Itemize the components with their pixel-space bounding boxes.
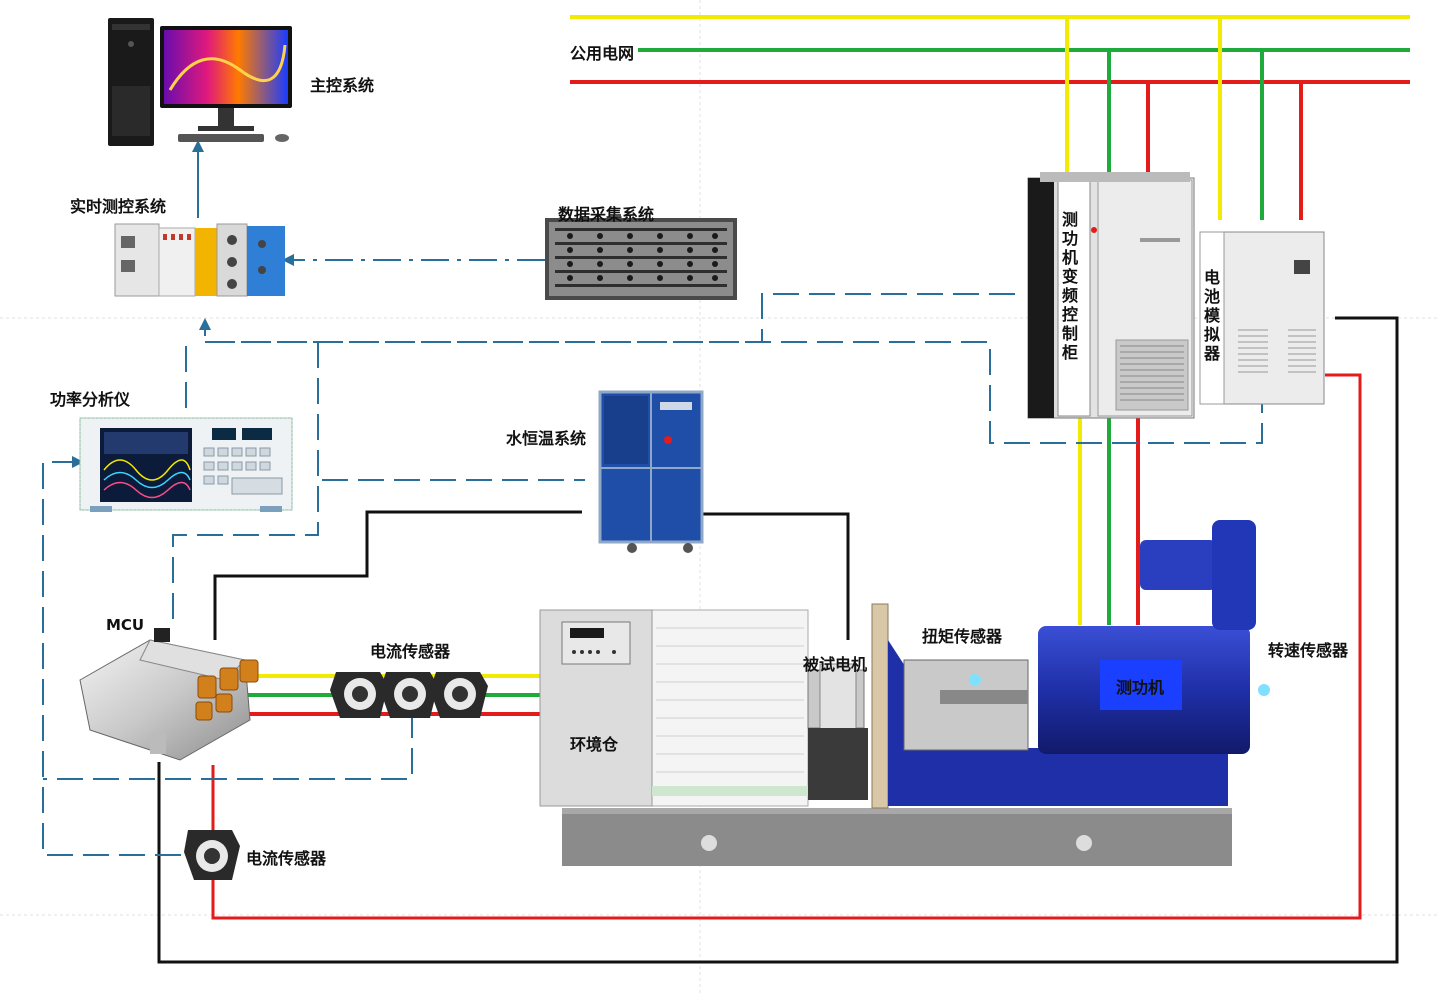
label-realtime-control: 实时测控系统 <box>70 197 167 216</box>
realtime-io-unit <box>114 223 285 297</box>
environment-chamber <box>539 609 809 807</box>
power-analyzer <box>79 417 293 512</box>
label-dyno: 测功机 <box>1116 678 1165 697</box>
signal-lines <box>42 150 1263 856</box>
label-torque-sensor: 扭矩传感器 <box>922 627 1003 646</box>
label-main-control: 主控系统 <box>310 76 375 95</box>
mcu-controller <box>79 628 259 761</box>
current-sensors-top <box>330 672 488 718</box>
grid-power-lines <box>570 15 1410 220</box>
dut-motor <box>807 603 889 809</box>
water-thermostat <box>598 390 704 553</box>
label-speed-sensor: 转速传感器 <box>1268 641 1349 660</box>
dynamometer <box>888 520 1270 806</box>
daq-rack <box>545 218 737 300</box>
label-current-sensor-top: 电流传感器 <box>370 642 451 661</box>
label-power-analyzer: 功率分析仪 <box>50 390 131 409</box>
label-daq: 数据采集系统 <box>558 205 655 224</box>
signal-arrows <box>72 140 294 468</box>
label-current-sensor-bottom: 电流传感器 <box>246 849 327 868</box>
label-mcu: MCU <box>106 616 145 634</box>
label-water-thermostat: 水恒温系统 <box>506 429 587 448</box>
cooling-loop <box>213 510 850 640</box>
label-grid: 公用电网 <box>570 44 635 63</box>
label-dut-motor: 被试电机 <box>803 655 868 674</box>
bench-base <box>562 808 1232 866</box>
label-battery-sim: 电池模拟器 <box>1203 268 1220 363</box>
dyno-cabinet <box>1027 172 1195 419</box>
dyno-power-cables <box>1078 418 1140 625</box>
label-dyno-cabinet: 测功机变频控制柜 <box>1061 210 1078 362</box>
battery-simulator <box>1199 231 1325 405</box>
label-env-chamber: 环境仓 <box>570 735 619 754</box>
main-control-pc <box>108 18 292 146</box>
current-sensor-bottom <box>184 830 240 880</box>
